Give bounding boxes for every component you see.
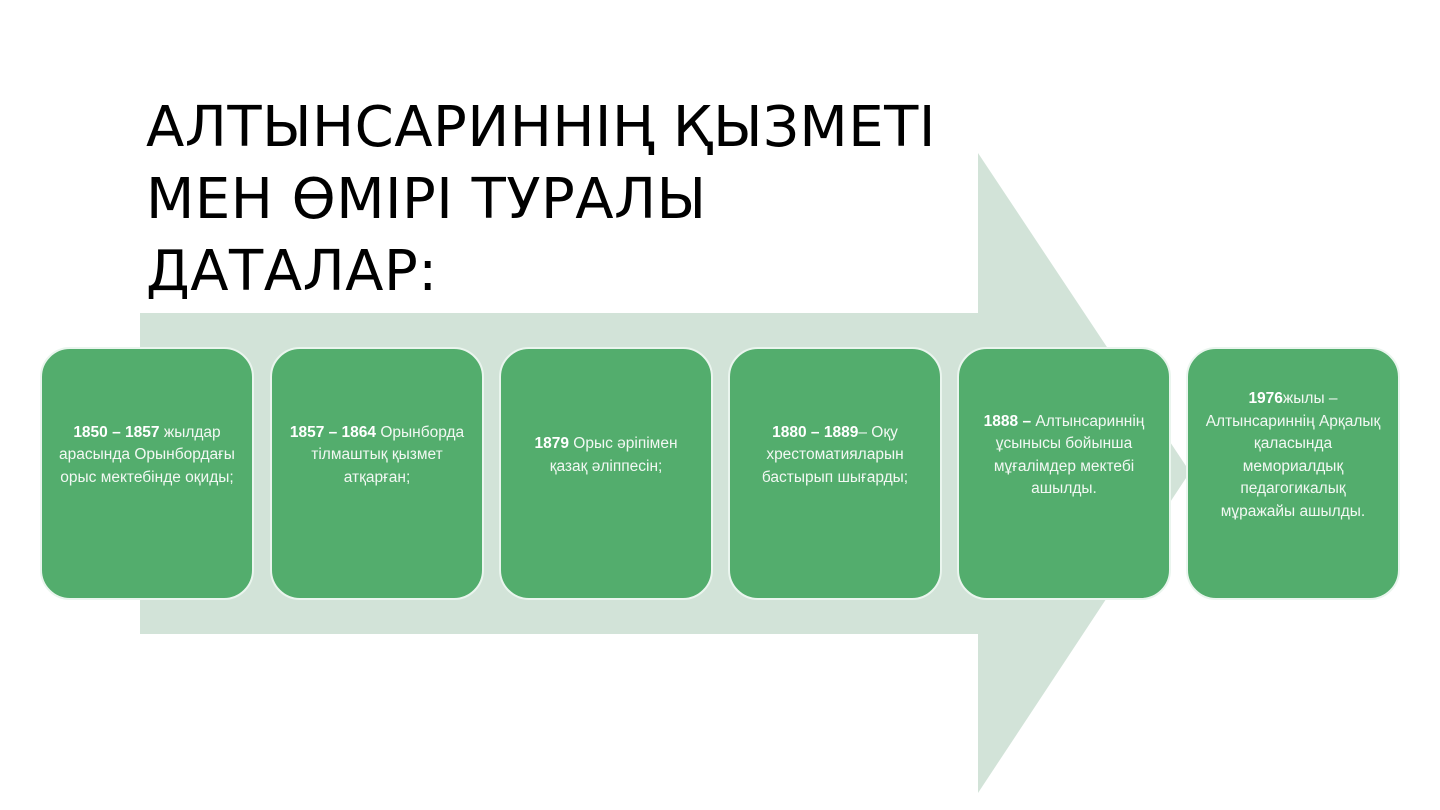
timeline-card-4: 1880 – 1889– Оқу хрестоматияларын бастыр… xyxy=(728,347,942,600)
card-year: 1879 xyxy=(534,435,569,452)
card-year: 1888 – xyxy=(983,412,1032,430)
card-text: 1888 – Алтынсариннің ұсынысы бойынша мұғ… xyxy=(973,411,1155,537)
timeline-card-5: 1888 – Алтынсариннің ұсынысы бойынша мұғ… xyxy=(957,347,1171,600)
timeline-card-3: 1879 Орыс әріпімен қазақ әліппесін; xyxy=(499,347,713,600)
card-description: Орынборда тілмаштық қызмет атқарған; xyxy=(311,423,465,486)
card-year: 1880 – 1889 xyxy=(772,423,859,441)
card-text: 1880 – 1889– Оқу хрестоматияларын бастыр… xyxy=(744,422,926,526)
timeline-card-1: 1850 – 1857 жылдар арасында Орынбордағы … xyxy=(40,347,254,600)
timeline-card-6: 1976жылы – Алтынсариннің Арқалық қаласын… xyxy=(1186,347,1400,600)
card-description: жылы – Алтынсариннің Арқалық қаласында м… xyxy=(1205,390,1381,520)
card-description: – Оқу хрестоматияларын бастырып шығарды; xyxy=(761,423,909,486)
card-description: Алтынсариннің ұсынысы бойынша мұғалімдер… xyxy=(993,412,1145,498)
card-text: 1976жылы – Алтынсариннің Арқалық қаласын… xyxy=(1202,388,1384,559)
card-year: 1850 – 1857 xyxy=(73,423,160,441)
card-text: 1850 – 1857 жылдар арасында Орынбордағы … xyxy=(56,422,238,526)
card-description: жылдар арасында Орынбордағы орыс мектебі… xyxy=(59,423,235,486)
card-year: 1976 xyxy=(1248,390,1283,407)
card-text: 1879 Орыс әріпімен қазақ әліппесін; xyxy=(515,433,697,514)
card-description: Орыс әріпімен қазақ әліппесін; xyxy=(549,435,678,475)
card-text: 1857 – 1864 Орынборда тілмаштық қызмет а… xyxy=(286,422,468,526)
slide-title: АЛТЫНСАРИННІҢ ҚЫЗМЕТІ МЕН ӨМІРІ ТУРАЛЫ Д… xyxy=(146,95,936,304)
card-year: 1857 – 1864 xyxy=(289,423,377,441)
timeline-card-2: 1857 – 1864 Орынборда тілмаштық қызмет а… xyxy=(270,347,484,600)
